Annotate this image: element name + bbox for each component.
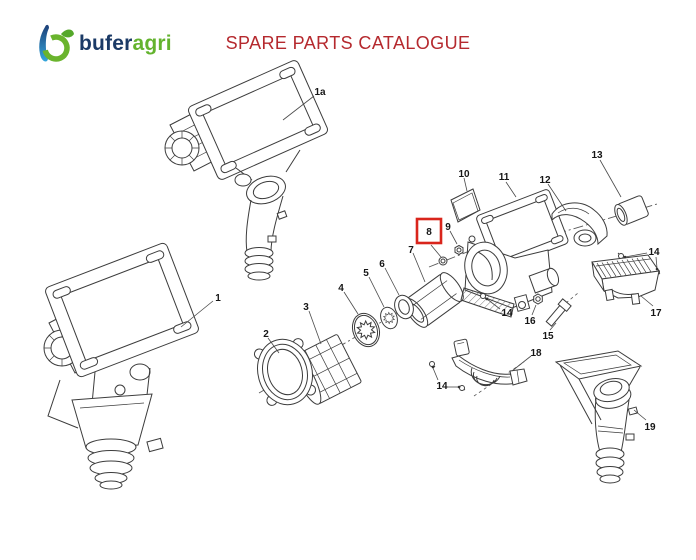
part-10-plate-drawing xyxy=(450,188,481,223)
part-16-nut-drawing xyxy=(533,293,543,305)
part-label-16[interactable]: 16 xyxy=(524,316,536,327)
part-label-11[interactable]: 11 xyxy=(499,172,510,183)
part-15-bolt-drawing xyxy=(545,298,572,327)
part-label-8-selected[interactable]: 8 xyxy=(426,227,432,238)
part-8-nut-drawing xyxy=(438,256,448,266)
part-label-1[interactable]: 1 xyxy=(215,293,221,304)
part-12-saddle-drawing xyxy=(551,202,608,247)
brand-logo-icon xyxy=(39,24,74,62)
part-4-disc-drawing xyxy=(351,312,381,348)
logo-b-stroke xyxy=(39,24,49,62)
part-label-14-tray[interactable]: 14 xyxy=(648,247,660,258)
part-label-5[interactable]: 5 xyxy=(363,268,369,279)
brand-name-secondary: agri xyxy=(132,32,172,55)
part-label-4[interactable]: 4 xyxy=(338,283,344,294)
part-6-seal-drawing xyxy=(394,294,414,320)
brand-logo: buferagri xyxy=(33,22,172,66)
part-19-spout-drawing xyxy=(554,350,643,484)
part-label-18[interactable]: 18 xyxy=(530,348,542,359)
part-label-1a[interactable]: 1a xyxy=(314,87,326,98)
part-18-bracket-drawing xyxy=(451,338,528,387)
part-2-flange-drawing xyxy=(253,338,317,406)
part-13-bushing-drawing xyxy=(614,195,649,226)
part-9-nut-drawing xyxy=(454,244,464,256)
part-label-14-housing[interactable]: 14 xyxy=(501,308,513,319)
brand-wordmark: buferagri xyxy=(79,32,172,56)
part-label-15[interactable]: 15 xyxy=(542,331,554,342)
part-11-housing-drawing xyxy=(460,189,569,318)
page-header: buferagri SPARE PARTS CATALOGUE xyxy=(0,0,696,62)
part-7-roller-drawing xyxy=(404,272,464,328)
part-label-13[interactable]: 13 xyxy=(591,150,603,161)
part-17-tray-drawing xyxy=(591,254,660,305)
assembly-1-drawing xyxy=(43,242,199,490)
part-label-2[interactable]: 2 xyxy=(263,329,269,340)
assembly-1a-drawing xyxy=(164,60,328,281)
part-label-10[interactable]: 10 xyxy=(458,169,470,180)
brand-name-primary: bufer xyxy=(79,32,133,55)
part-label-7[interactable]: 7 xyxy=(408,245,414,256)
logo-leaf-icon xyxy=(61,29,74,38)
part-label-19[interactable]: 19 xyxy=(644,422,656,433)
page-title: SPARE PARTS CATALOGUE xyxy=(225,33,471,53)
logo-green-ring xyxy=(42,34,70,62)
leader-lines xyxy=(180,95,659,421)
part-5-washer-drawing xyxy=(380,306,398,330)
part-label-14-bracket[interactable]: 14 xyxy=(436,381,448,392)
part-label-9[interactable]: 9 xyxy=(445,222,451,233)
part-label-17[interactable]: 17 xyxy=(650,308,662,319)
part-label-3[interactable]: 3 xyxy=(303,302,309,313)
part-label-12[interactable]: 12 xyxy=(539,175,551,186)
selected-part-highlight-box xyxy=(415,217,443,245)
part-label-6[interactable]: 6 xyxy=(379,259,385,270)
